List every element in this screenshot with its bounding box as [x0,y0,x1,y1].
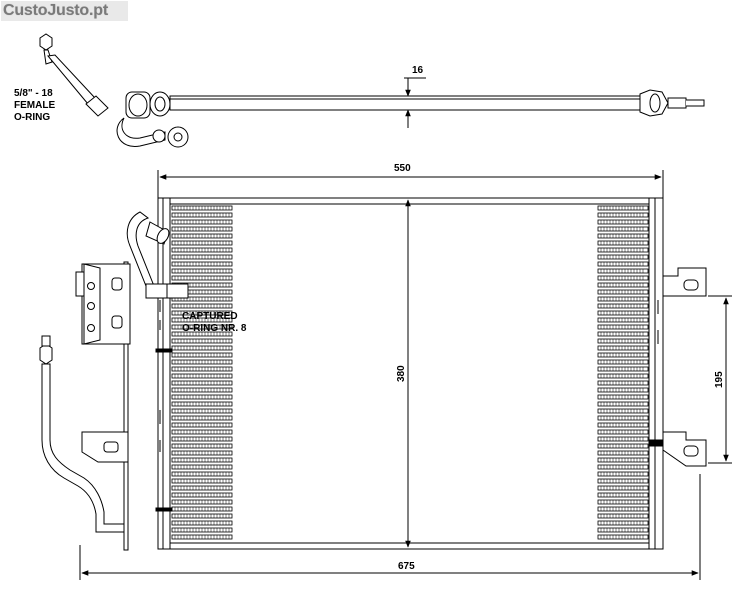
fin [597,471,649,477]
fin [597,450,649,456]
left-tank-details [155,300,173,512]
fin [597,345,649,351]
top-pipe-assembly [39,33,705,148]
overall-width-value: 675 [398,561,415,572]
fin [597,499,649,505]
fin [597,401,649,407]
fin [597,338,649,344]
fin [597,492,649,498]
fin [597,534,649,540]
fin [597,226,649,232]
fin [597,436,649,442]
pipe-diameter-value: 16 [412,65,424,76]
fin [597,212,649,218]
fin-stack-left [171,205,233,540]
fin [597,359,649,365]
fin [597,380,649,386]
fin [597,429,649,435]
fin [597,247,649,253]
fin [597,457,649,463]
fin [597,408,649,414]
fin [597,394,649,400]
fin [597,233,649,239]
right-brackets [662,267,707,467]
fin [597,310,649,316]
fin [597,422,649,428]
fin [597,520,649,526]
fitting-spec-line3: O-RING [14,112,50,123]
fin [597,331,649,337]
fitting-spec-line2: FEMALE [14,100,55,111]
fin [597,352,649,358]
fin [597,443,649,449]
fin [597,240,649,246]
fin [597,261,649,267]
fin [597,205,649,211]
bracket-spacing-value: 195 [714,371,725,388]
fin [597,366,649,372]
watermark-logo: CustoJusto.pt [1,1,128,21]
fin [597,275,649,281]
core-height-value: 380 [396,365,407,382]
fin [597,317,649,323]
pipe-diameter-dimension [404,77,426,128]
fin [597,373,649,379]
fin [597,296,649,302]
fin [597,485,649,491]
condenser-core [157,197,664,550]
core-width-value: 550 [394,163,411,174]
fin-stack-right [597,205,649,540]
fin [597,506,649,512]
fin [597,254,649,260]
dimension-lines [79,170,732,580]
fin [597,464,649,470]
fin [597,268,649,274]
left-inlet-pipe [126,211,189,299]
fin [597,282,649,288]
left-brackets [75,261,131,551]
fin [597,289,649,295]
fin [597,324,649,330]
fin [597,219,649,225]
fin [597,387,649,393]
fin [597,527,649,533]
fitting-spec-line1: 5/8" - 18 [14,88,53,99]
oring-note-line2: O-RING NR. 8 [182,323,247,334]
oring-note-line1: CAPTURED [182,311,238,322]
fin [597,303,649,309]
fin [597,513,649,519]
fin [597,415,649,421]
fin [597,478,649,484]
